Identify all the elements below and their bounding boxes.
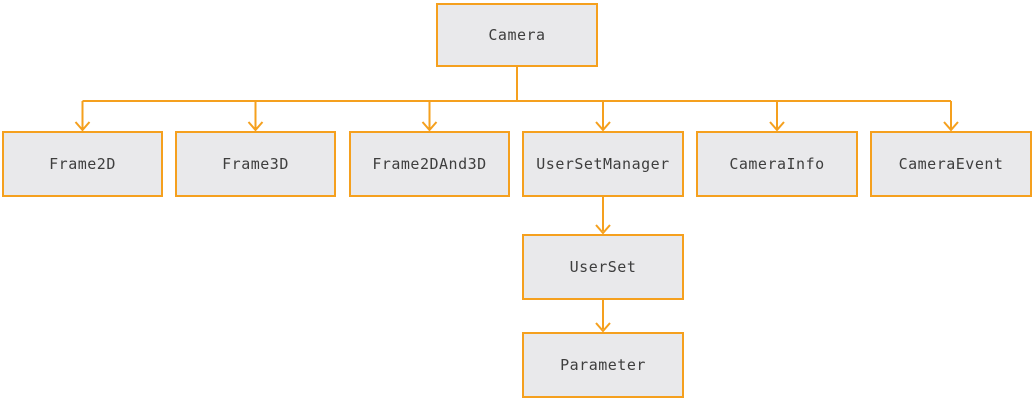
- node-cameraevent: CameraEvent: [870, 131, 1032, 197]
- arrowhead-down-icon: [595, 224, 611, 235]
- node-label: UserSetManager: [536, 155, 670, 173]
- node-label: Parameter: [560, 356, 646, 374]
- node-userset: UserSet: [522, 234, 684, 300]
- node-parameter: Parameter: [522, 332, 684, 398]
- node-label: Camera: [488, 26, 546, 44]
- arrowhead-down-icon: [769, 121, 785, 132]
- node-camera: Camera: [436, 3, 598, 67]
- node-frame2d: Frame2D: [2, 131, 163, 197]
- arrowhead-down-icon: [595, 322, 611, 333]
- node-label: CameraEvent: [898, 155, 1004, 173]
- node-usersetmanager: UserSetManager: [522, 131, 684, 197]
- arrowhead-down-icon: [421, 121, 438, 132]
- node-label: Frame2DAnd3D: [372, 155, 487, 173]
- node-frame3d: Frame3D: [175, 131, 336, 197]
- node-camerainfo: CameraInfo: [696, 131, 858, 197]
- node-label: Frame3D: [222, 155, 289, 173]
- arrowhead-down-icon: [247, 121, 264, 132]
- node-label: Frame2D: [49, 155, 116, 173]
- arrowhead-down-icon: [74, 121, 91, 132]
- arrowhead-down-icon: [943, 121, 959, 132]
- node-label: CameraInfo: [729, 155, 825, 173]
- node-frame2dand3d: Frame2DAnd3D: [349, 131, 510, 197]
- arrowhead-down-icon: [595, 121, 611, 132]
- node-label: UserSet: [569, 258, 637, 276]
